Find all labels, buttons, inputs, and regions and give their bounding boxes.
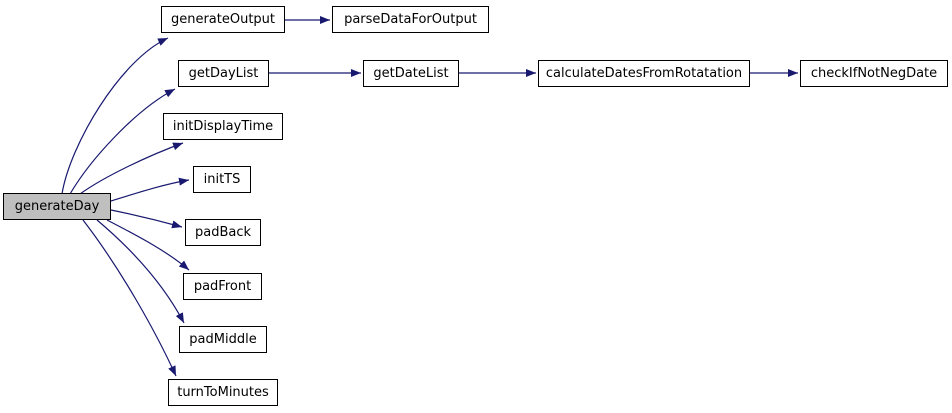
- edge-generateDay-padBack: [110, 209, 183, 229]
- node-parseDataForOutput[interactable]: parseDataForOutput: [332, 6, 489, 33]
- edge-generateDay-padMiddle: [96, 219, 185, 324]
- node-turnToMinutes[interactable]: turnToMinutes: [168, 379, 278, 406]
- edge-generateDay-initTS: [110, 177, 190, 202]
- node-label: getDayList: [188, 66, 259, 81]
- node-padFront[interactable]: padFront: [183, 273, 262, 300]
- node-initTS[interactable]: initTS: [193, 166, 251, 193]
- node-label: parseDataForOutput: [344, 12, 477, 27]
- node-padBack[interactable]: padBack: [185, 219, 261, 246]
- node-label: generateDay: [14, 199, 100, 214]
- node-checkIfNotNegDate[interactable]: checkIfNotNegDate: [800, 60, 948, 87]
- node-getDateList[interactable]: getDateList: [363, 60, 459, 87]
- node-label: turnToMinutes: [177, 385, 269, 400]
- edge-generateDay-turnToMinutes: [82, 219, 177, 377]
- node-generateOutput[interactable]: generateOutput: [161, 6, 285, 33]
- node-label: generateOutput: [170, 12, 276, 27]
- node-label: getDateList: [373, 66, 449, 81]
- node-generateDay: generateDay: [3, 193, 111, 220]
- node-label: checkIfNotNegDate: [810, 66, 938, 81]
- node-label: padMiddle: [189, 332, 257, 347]
- node-label: calculateDatesFromRotatation: [545, 66, 743, 81]
- edge-generateDay-generateOutput: [61, 37, 169, 195]
- node-label: initDisplayTime: [172, 119, 274, 134]
- node-label: initTS: [203, 172, 241, 187]
- node-getDayList[interactable]: getDayList: [178, 60, 269, 87]
- node-label: padFront: [193, 279, 252, 294]
- edge-generateDay-initDisplayTime: [79, 142, 184, 195]
- node-label: padBack: [194, 225, 252, 240]
- node-initDisplayTime[interactable]: initDisplayTime: [163, 113, 283, 140]
- edge-generateDay-padFront: [106, 219, 190, 271]
- edge-generateDay-getDayList: [69, 88, 176, 195]
- node-calculateDatesFromRotatation[interactable]: calculateDatesFromRotatation: [538, 60, 750, 87]
- node-padMiddle[interactable]: padMiddle: [179, 326, 267, 353]
